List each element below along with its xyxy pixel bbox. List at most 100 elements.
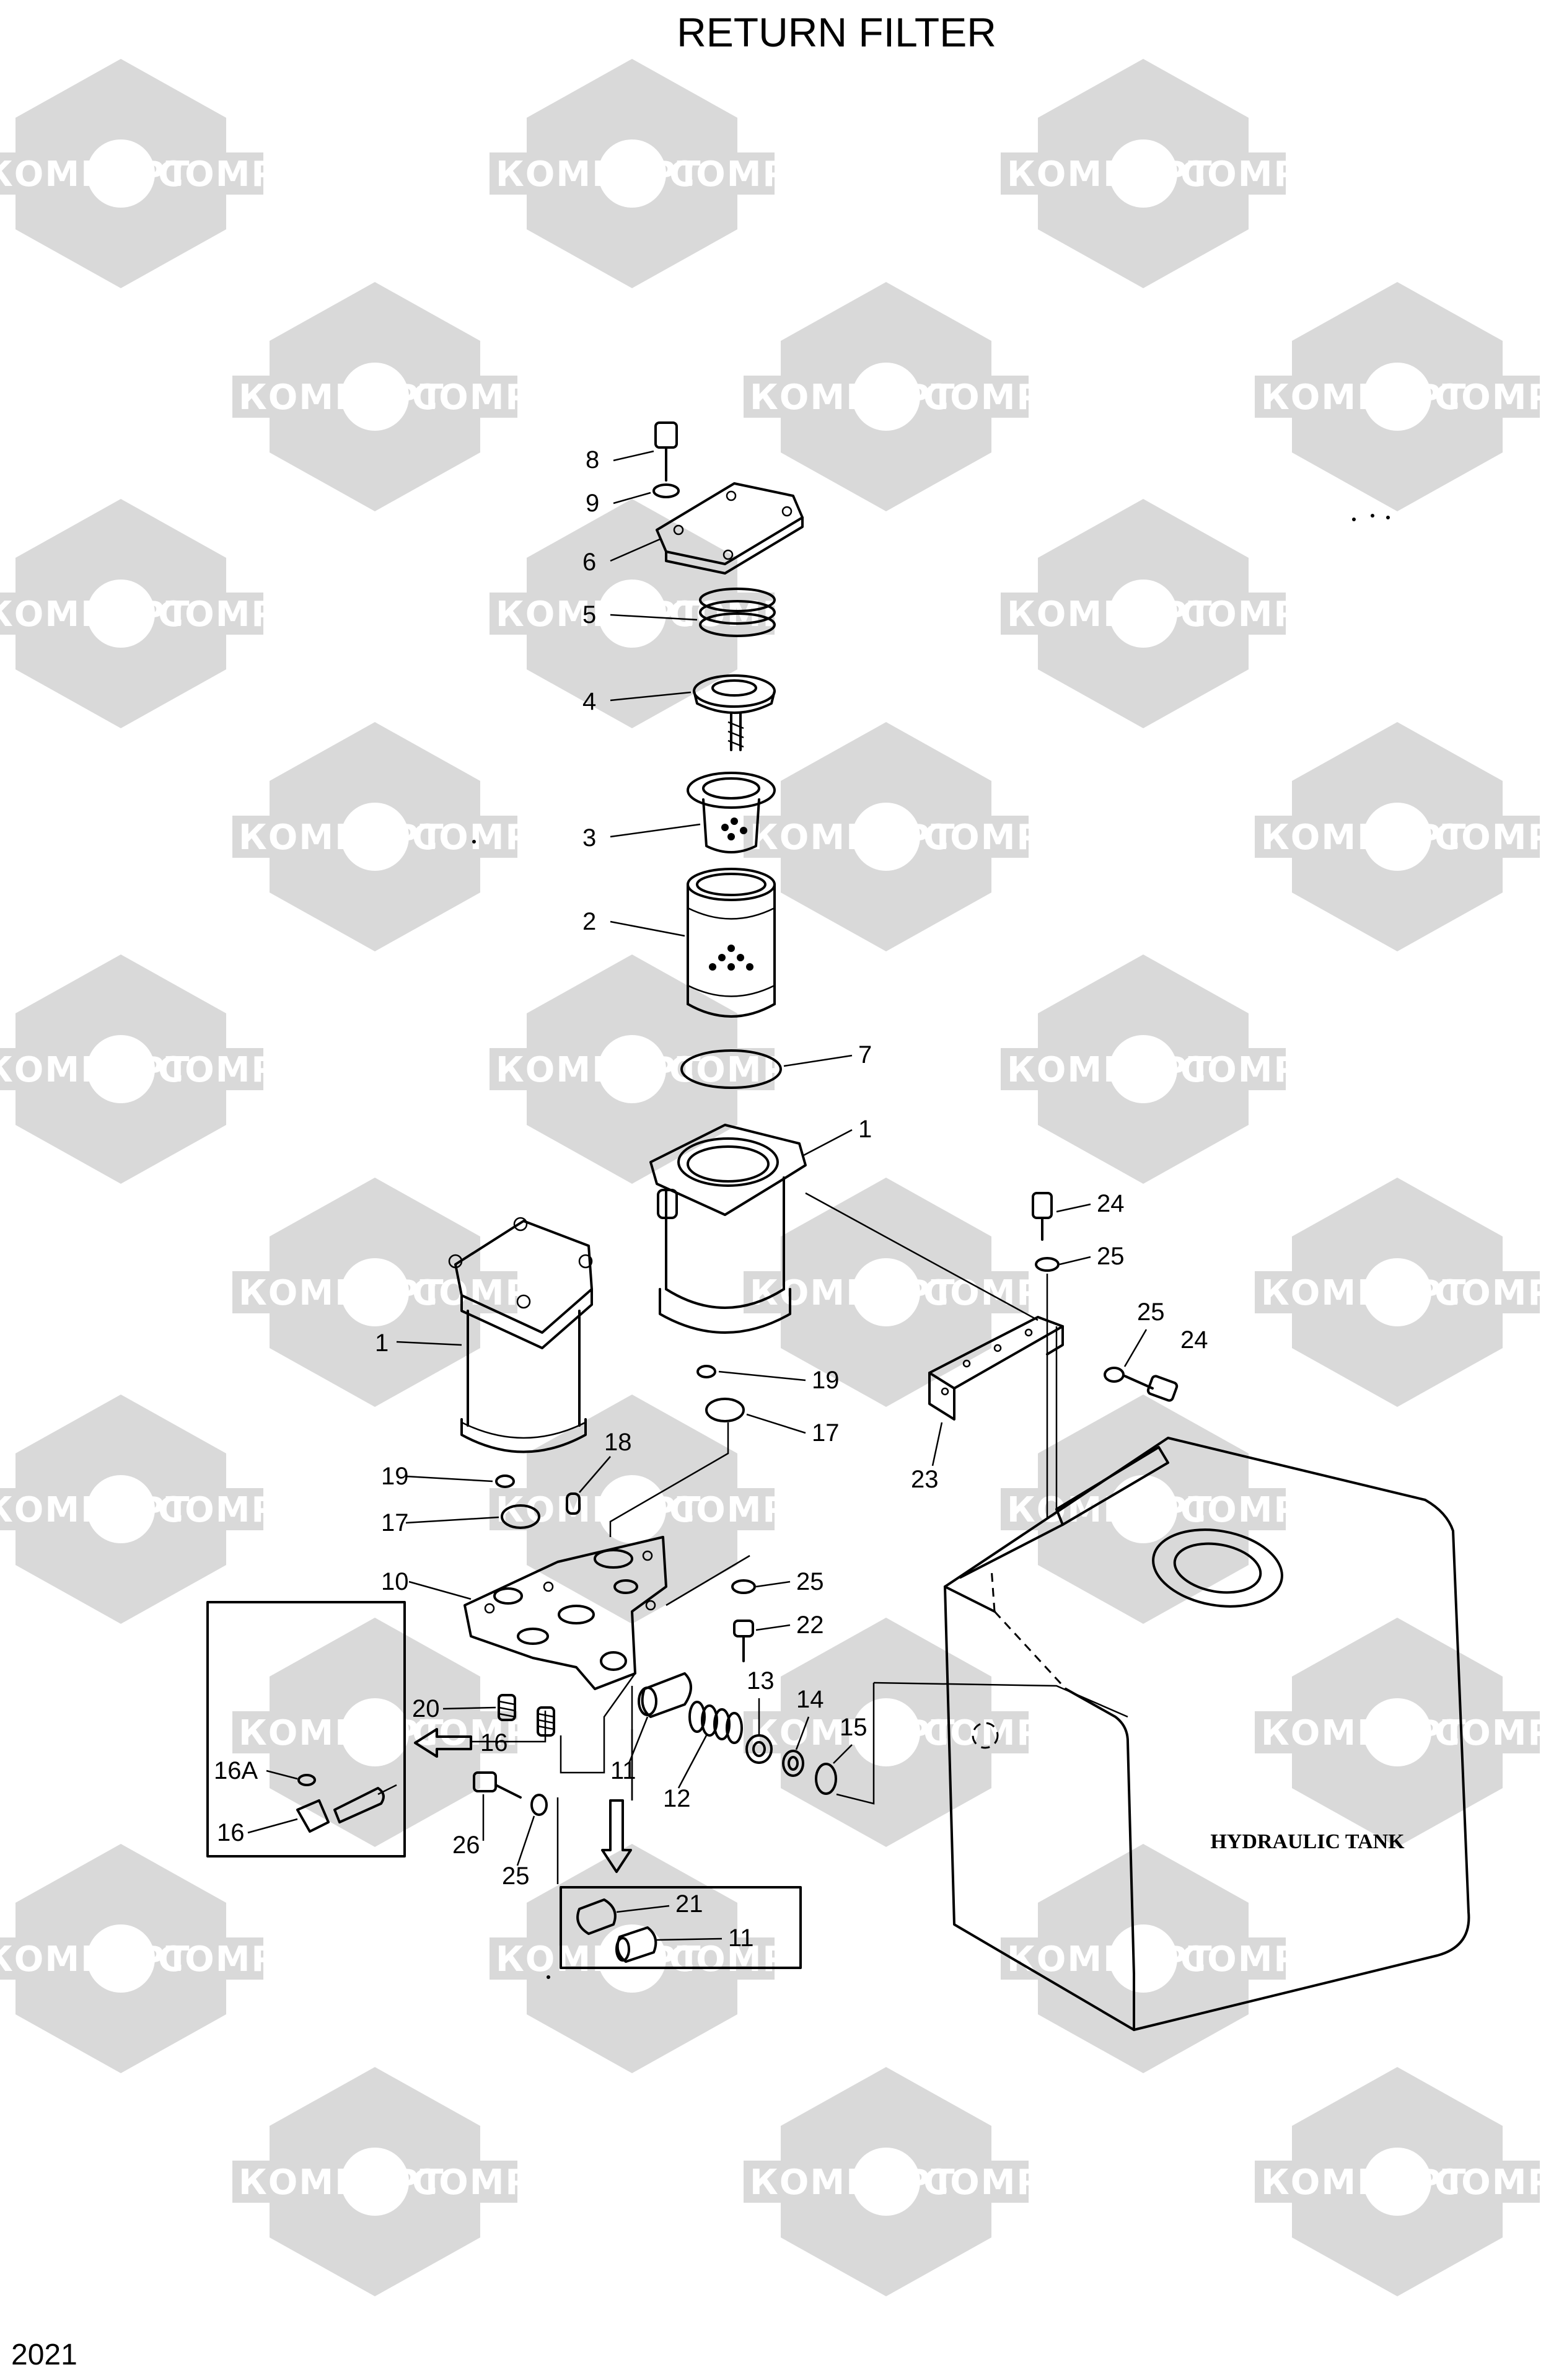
callout-6: 6 [582, 549, 596, 576]
watermark-brand-latin: COMPART [669, 594, 865, 635]
callout-16b: 16 [217, 1819, 245, 1846]
callout-4: 4 [582, 688, 596, 715]
part-15-oring [815, 1763, 837, 1795]
callout-3: 3 [582, 824, 596, 852]
watermark-brand-cyrillic: КОМПАРТ [0, 1939, 191, 1980]
watermark-brand-latin: COMPART [158, 1939, 354, 1980]
callout-8: 8 [586, 446, 599, 474]
watermark-brand-latin: COMPART [923, 377, 1119, 418]
callout-9: 9 [586, 490, 599, 517]
callout-14: 14 [796, 1686, 824, 1713]
watermark-brand-latin: COMPART [412, 1273, 608, 1313]
callout-21: 21 [675, 1890, 703, 1918]
callout-23: 23 [911, 1466, 939, 1493]
watermark-brand-cyrillic: КОМПАРТ [1007, 594, 1213, 635]
watermark-brand-cyrillic: КОМПАРТ [1261, 818, 1467, 858]
inset-box-bottom [560, 1886, 802, 1969]
hydraulic-tank [944, 1437, 1470, 2031]
watermark-brand-cyrillic: КОМПАРТ [1261, 2162, 1467, 2203]
callout-15: 15 [840, 1714, 867, 1741]
watermark-brand-cyrillic: КОМПАРТ [1261, 1713, 1467, 1753]
watermark-brand-cyrillic: КОМПАРТ [239, 1273, 445, 1313]
watermark-brand-latin: COMPART [158, 1490, 354, 1530]
watermark-brand-latin: COMPART [412, 2162, 608, 2203]
callout-19b: 19 [381, 1463, 409, 1490]
callout-26: 26 [452, 1831, 480, 1859]
part-17-oring-right [705, 1398, 745, 1422]
callout-10: 10 [381, 1568, 409, 1595]
watermark-brand-cyrillic: КОМПАРТ [239, 377, 445, 418]
part-16-elbow [296, 1787, 385, 1833]
watermark-brand-cyrillic: КОМПАРТ [239, 2162, 445, 2203]
callout-16a-top: 16 [480, 1729, 508, 1756]
part-4-valve [693, 674, 776, 751]
part-19-seal-left [495, 1474, 515, 1488]
part-20-fitting [498, 1694, 516, 1721]
exploded-parts: HYDRAULIC TANK [206, 421, 1470, 2031]
callout-17b: 17 [381, 1509, 409, 1536]
watermark-brand-cyrillic: КОМПАРТ [0, 1490, 191, 1530]
watermark-brand-latin: COMPART [1180, 594, 1376, 635]
watermark-brand-cyrillic: КОМПАРТ [1007, 1939, 1213, 1980]
part-5-spring [699, 588, 776, 637]
part-1-housing-assembled [448, 1217, 593, 1453]
watermark-brand-latin: COMPART [923, 818, 1119, 858]
part-24-bolt-side [1123, 1375, 1179, 1402]
part-25-washer-low [530, 1794, 548, 1816]
watermark-brand-latin: COMPART [669, 1490, 865, 1530]
watermark-brand-cyrillic: КОМПАРТ [0, 154, 191, 195]
watermark-brand-cyrillic: КОМПАРТ [496, 1490, 702, 1530]
watermark-brand-cyrillic: КОМПАРТ [1007, 1050, 1213, 1090]
part-21-adapter [576, 1898, 617, 1935]
watermark-brand-cyrillic: КОМПАРТ [496, 1050, 702, 1090]
watermark-brand-cyrillic: КОМПАРТ [750, 377, 956, 418]
scan-specks [472, 514, 1390, 1979]
watermark-brand-cyrillic: КОМПАРТ [496, 594, 702, 635]
callout-24b: 24 [1180, 1326, 1208, 1354]
watermark-brand-cyrillic: КОМПАРТ [750, 1713, 956, 1753]
part-2-element [687, 868, 776, 1018]
watermark-brand-latin: COMPART [1180, 1050, 1376, 1090]
part-14-washer [782, 1750, 804, 1777]
callout-25c: 25 [796, 1568, 824, 1595]
callout-2: 2 [582, 908, 596, 935]
watermark-brand-latin: COMPART [412, 377, 608, 418]
callout-11a: 11 [610, 1757, 636, 1784]
watermark-brand-cyrillic: КОМПАРТ [1261, 377, 1467, 418]
callout-1a: 1 [858, 1116, 872, 1143]
callout-18: 18 [604, 1429, 632, 1456]
part-25-washer-top [1035, 1257, 1060, 1272]
watermark-brand-latin: COMPART [669, 1939, 865, 1980]
watermark-brand-cyrillic: КОМПАРТ [239, 1713, 445, 1753]
part-23-bracket [928, 1316, 1064, 1421]
watermark-brand-latin: COMPART [1434, 2162, 1546, 2203]
tank-label: HYDRAULIC TANK [1210, 1830, 1405, 1853]
callout-5: 5 [582, 601, 596, 628]
watermark-brand-latin: COMPART [1434, 818, 1546, 858]
watermark-brand-cyrillic: КОМПАРТ [750, 818, 956, 858]
watermark-brand-latin: COMPART [923, 1713, 1119, 1753]
watermark-brand-cyrillic: КОМПАРТ [496, 1939, 702, 1980]
watermark-brand-latin: COMPART [158, 594, 354, 635]
watermark-brand-cyrillic: КОМПАРТ [750, 2162, 956, 2203]
part-7-oring [680, 1049, 782, 1089]
part-24-bolt-top [1032, 1192, 1053, 1241]
part-19-seal-right [696, 1365, 716, 1378]
part-6-cover [656, 482, 804, 575]
callout-25b: 25 [1137, 1298, 1165, 1326]
part-26-bolt [473, 1771, 522, 1799]
part-8-bolt [654, 421, 678, 482]
watermark-brand-latin: COMPART [158, 1050, 354, 1090]
part-3-strainer [687, 772, 776, 853]
callout-17a: 17 [812, 1419, 840, 1447]
callout-22: 22 [796, 1611, 824, 1639]
watermark-brand-cyrillic: КОМПАРТ [239, 818, 445, 858]
callout-25a: 25 [1097, 1243, 1125, 1270]
callout-13: 13 [747, 1667, 775, 1695]
callout-24a: 24 [1097, 1190, 1125, 1217]
callout-1b: 1 [375, 1329, 389, 1357]
watermark-brand-latin: COMPART [412, 818, 608, 858]
callout-19a: 19 [812, 1367, 840, 1394]
callout-labels: 8 9 6 5 4 3 2 7 1 1 24 25 25 24 19 17 23… [214, 446, 1208, 1952]
